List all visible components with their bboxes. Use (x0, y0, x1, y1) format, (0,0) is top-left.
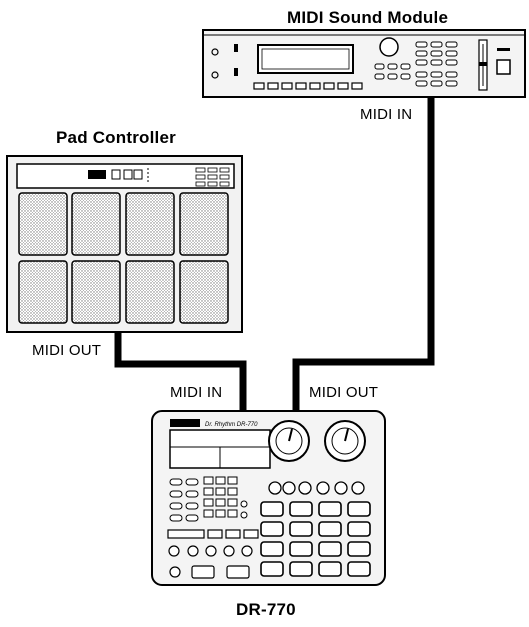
pad (72, 261, 120, 323)
pad (180, 261, 228, 323)
pad-controller-display (88, 170, 106, 179)
svg-text:Dr. Rhythm DR-770: Dr. Rhythm DR-770 (205, 422, 258, 428)
sound-module-midi-in-label: MIDI IN (360, 106, 412, 123)
module-knob (380, 38, 398, 56)
pad-controller-midi-out-label: MIDI OUT (32, 342, 101, 359)
dr-770-drum-machine: Dr. Rhythm DR-770 (152, 411, 385, 585)
dr-770-midi-in-label: MIDI IN (170, 384, 222, 401)
pad (72, 193, 120, 255)
pad (19, 261, 67, 323)
midi-sound-module (203, 30, 525, 97)
pad (126, 193, 174, 255)
sound-module-title: MIDI Sound Module (287, 8, 448, 28)
cable-dr-out-to-module-in (296, 97, 431, 412)
pad-controller (7, 156, 242, 332)
dr-770-title: DR-770 (236, 600, 296, 620)
pad (19, 193, 67, 255)
pad (126, 261, 174, 323)
pad-controller-title: Pad Controller (56, 128, 176, 148)
pad (180, 193, 228, 255)
dr-770-midi-out-label: MIDI OUT (309, 384, 378, 401)
